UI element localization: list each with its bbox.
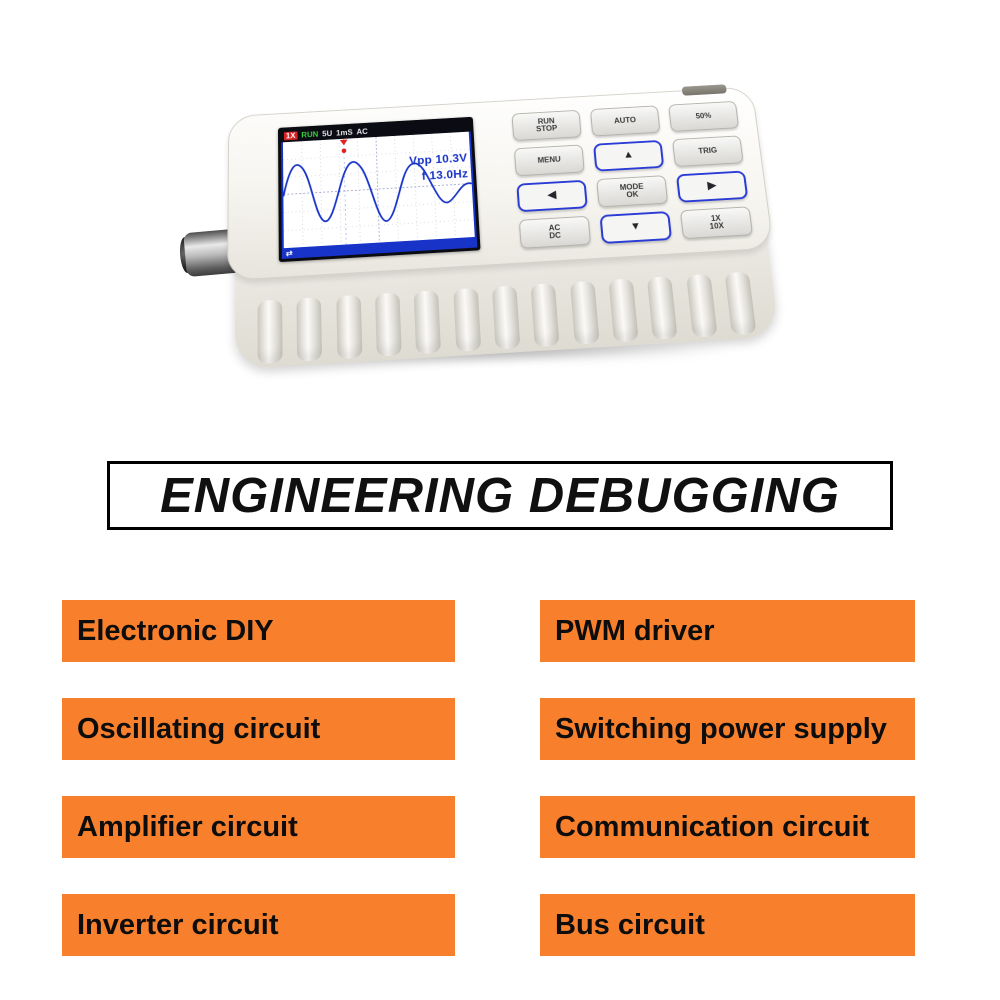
product-photo: 1X RUN 5U 1mS AC bbox=[0, 0, 1000, 430]
ok-label: OK bbox=[626, 191, 639, 200]
device-screen: 1X RUN 5U 1mS AC bbox=[278, 117, 481, 262]
menu-button: MENU bbox=[514, 144, 585, 176]
feature-badge: Switching power supply bbox=[540, 698, 915, 760]
feature-badge: Oscillating circuit bbox=[62, 698, 455, 760]
feature-badge: Inverter circuit bbox=[62, 894, 455, 956]
device-front-panel: 1X RUN 5U 1mS AC bbox=[227, 86, 774, 281]
status-time-div: 1mS bbox=[336, 128, 353, 137]
probe-10x-label: 10X bbox=[709, 222, 724, 231]
ac-dc-button: AC DC bbox=[519, 216, 591, 249]
feature-badge: Communication circuit bbox=[540, 796, 915, 858]
feature-badge: Bus circuit bbox=[540, 894, 915, 956]
power-button bbox=[682, 84, 727, 95]
measurement-readout: Vpp 10.3V f 13.0Hz bbox=[409, 150, 469, 186]
status-probe: 1X bbox=[284, 131, 298, 140]
menu-label: MENU bbox=[537, 156, 561, 165]
up-arrow-icon: ▲ bbox=[623, 150, 635, 161]
run-stop-button: RUN STOP bbox=[511, 110, 581, 141]
down-arrow-button: ▼ bbox=[599, 211, 672, 244]
status-coupling: AC bbox=[356, 127, 368, 136]
run-stop-label-2: STOP bbox=[536, 125, 558, 134]
waveform-graphic bbox=[283, 132, 475, 249]
probe-1x-10x-button: 1X 10X bbox=[680, 206, 753, 239]
status-run: RUN bbox=[301, 130, 318, 139]
up-arrow-button: ▲ bbox=[593, 140, 664, 172]
auto-button: AUTO bbox=[590, 105, 661, 136]
bottom-bar-glyph: ⇄ bbox=[286, 249, 293, 258]
waveform-display: Vpp 10.3V f 13.0Hz bbox=[281, 132, 477, 249]
mode-ok-button: MODE OK bbox=[596, 175, 668, 207]
left-arrow-button: ◀ bbox=[516, 180, 588, 212]
banner-box: ENGINEERING DEBUGGING bbox=[107, 461, 893, 530]
status-volts-div: 5U bbox=[322, 129, 332, 138]
device-keypad: RUN STOP AUTO 50% MENU ▲ TRIG bbox=[511, 101, 753, 251]
right-arrow-icon: ▶ bbox=[707, 181, 717, 192]
right-arrow-button: ▶ bbox=[676, 171, 748, 203]
down-arrow-icon: ▼ bbox=[630, 222, 642, 234]
feature-badge: Electronic DIY bbox=[62, 600, 455, 662]
fifty-percent-label: 50% bbox=[695, 112, 711, 120]
feature-badge: PWM driver bbox=[540, 600, 915, 662]
left-arrow-icon: ◀ bbox=[547, 190, 556, 201]
auto-label: AUTO bbox=[614, 116, 637, 125]
banner-title: ENGINEERING DEBUGGING bbox=[160, 468, 840, 524]
feature-badge: Amplifier circuit bbox=[62, 796, 455, 858]
trig-label: TRIG bbox=[698, 147, 718, 156]
oscilloscope-device: 1X RUN 5U 1mS AC bbox=[226, 87, 783, 370]
fifty-percent-button: 50% bbox=[668, 101, 739, 132]
frequency-readout: f 13.0Hz bbox=[409, 166, 468, 186]
trig-button: TRIG bbox=[672, 135, 744, 167]
dc-label: DC bbox=[549, 232, 561, 241]
